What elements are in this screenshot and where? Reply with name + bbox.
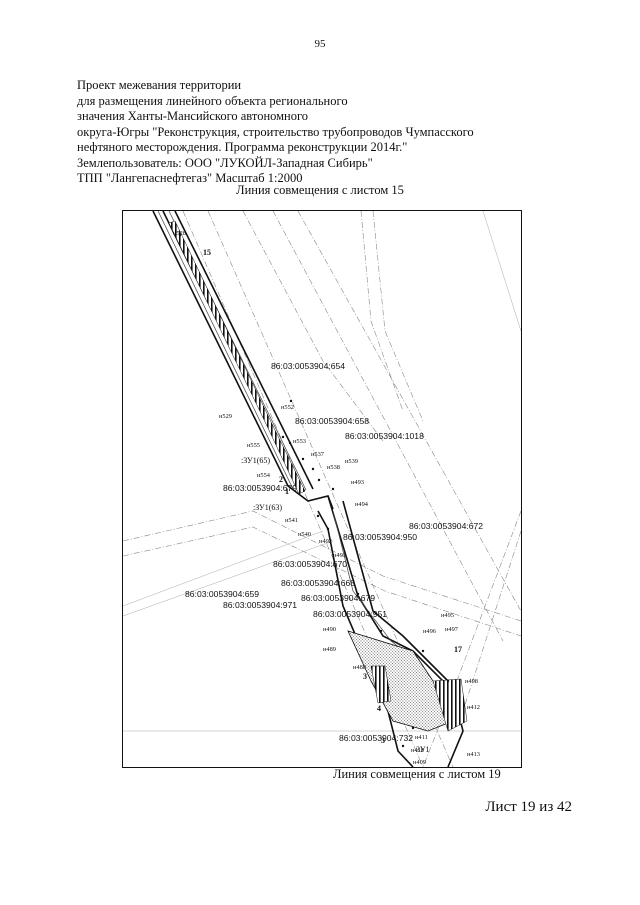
- point-label: н490: [323, 626, 336, 633]
- background-solid-lines: [123, 211, 521, 732]
- survey-map: 86:03:0053904:654 86:03:0053904:658 86:0…: [122, 210, 522, 768]
- header-line: ТПП "Лангепаснефтегаз" Масштаб 1:2000: [77, 171, 303, 185]
- section-number: 3: [381, 736, 385, 745]
- header-line: Землепользователь: ООО "ЛУКОЙЛ-Западная …: [77, 155, 373, 170]
- point-label: н541: [285, 517, 298, 524]
- hatched-plot-left: [370, 665, 392, 704]
- section-number: 1: [285, 487, 289, 496]
- point-label: н488: [353, 664, 366, 671]
- point-label: н553: [293, 438, 306, 445]
- cadastral-label: 86:03:0053904:658: [295, 416, 369, 426]
- cadastral-label: 86:03:0053904:668: [281, 578, 355, 588]
- cadastral-label: 86:03:0053904:971: [223, 600, 297, 610]
- point-label: н537: [311, 451, 325, 458]
- point-label: н409: [413, 759, 426, 766]
- point-label: н496: [423, 628, 436, 635]
- point-label: н491: [333, 552, 346, 559]
- cadastral-label: 86:03:0053904:679: [223, 483, 297, 493]
- bottom-match-line-caption: Линия совмещения с листом 19: [333, 767, 501, 781]
- cadastral-label: 86:03:0053904:732: [339, 733, 413, 743]
- point-label: н410: [411, 747, 424, 754]
- cadastral-label: 86:03:0053904:679: [301, 593, 375, 603]
- top-match-line-caption: Линия совмещения с листом 15: [236, 183, 404, 197]
- point-label: н411: [415, 734, 428, 741]
- point-label: н492: [319, 538, 332, 545]
- section-number: 17: [454, 645, 462, 654]
- land-plot-label: ЗУ1: [416, 745, 429, 754]
- cadastral-label: 86:03:0053904:659: [185, 589, 259, 599]
- header-line: Проект межевания территории: [77, 78, 242, 92]
- project-header: Проект межевания территории для размещен…: [77, 78, 547, 187]
- header-line: значения Ханты-Мансийского автономного: [77, 109, 309, 123]
- point-label: н494: [355, 501, 369, 508]
- cadastral-label: 86:03:0053904:672: [409, 521, 483, 531]
- cadastral-label: 86:03:0053904:654: [271, 361, 345, 371]
- hatched-plot-right: [432, 678, 468, 732]
- point-label: н529: [219, 413, 232, 420]
- point-label: н552: [281, 404, 294, 411]
- section-number: 4: [377, 704, 381, 713]
- cadastral-label: 86:03:0053904:950: [343, 532, 417, 542]
- dotted-plot-left: [347, 630, 454, 732]
- section-number: 3: [363, 672, 367, 681]
- point-label: н412: [467, 704, 480, 711]
- point-label: н489: [323, 646, 336, 653]
- cadastral-label: 86:03:0053904:1018: [345, 431, 424, 441]
- point-label: н555: [247, 442, 260, 449]
- hatched-strip: [168, 220, 306, 495]
- point-label: н495: [441, 612, 454, 619]
- page-number: 95: [314, 38, 326, 50]
- point-label: н554: [257, 472, 271, 479]
- cadastral-label: 86:03:0053904:670: [273, 559, 347, 569]
- point-markers: [178, 233, 450, 748]
- point-label: н498: [465, 678, 478, 685]
- point-label: н528: [173, 230, 186, 237]
- header-line: округа-Югры "Реконструкция, строительств…: [77, 124, 474, 139]
- point-label: н493: [351, 479, 364, 486]
- point-label: н497: [445, 626, 459, 633]
- point-labels: н528 н529 н552 н553 н555 н554 н537 н538 …: [173, 230, 480, 766]
- header-line: нефтяного месторождения. Программа рекон…: [77, 140, 408, 154]
- point-label: н538: [327, 464, 340, 471]
- section-numbers: 15 2 1 17 3 4 3: [203, 248, 462, 745]
- section-number: 15: [203, 248, 211, 257]
- point-label: н413: [467, 751, 480, 758]
- section-number: 2: [279, 475, 283, 484]
- sheet-counter: Лист 19 из 42: [485, 799, 572, 815]
- point-label: н539: [345, 458, 358, 465]
- land-plot-label: :ЗУ1(63): [253, 503, 282, 512]
- cadastral-label: 86:03:0053904:951: [313, 609, 387, 619]
- point-label: н540: [298, 531, 311, 538]
- header-line: для размещения линейного объекта региона…: [77, 93, 348, 108]
- land-plot-label: :ЗУ1(65): [241, 456, 270, 465]
